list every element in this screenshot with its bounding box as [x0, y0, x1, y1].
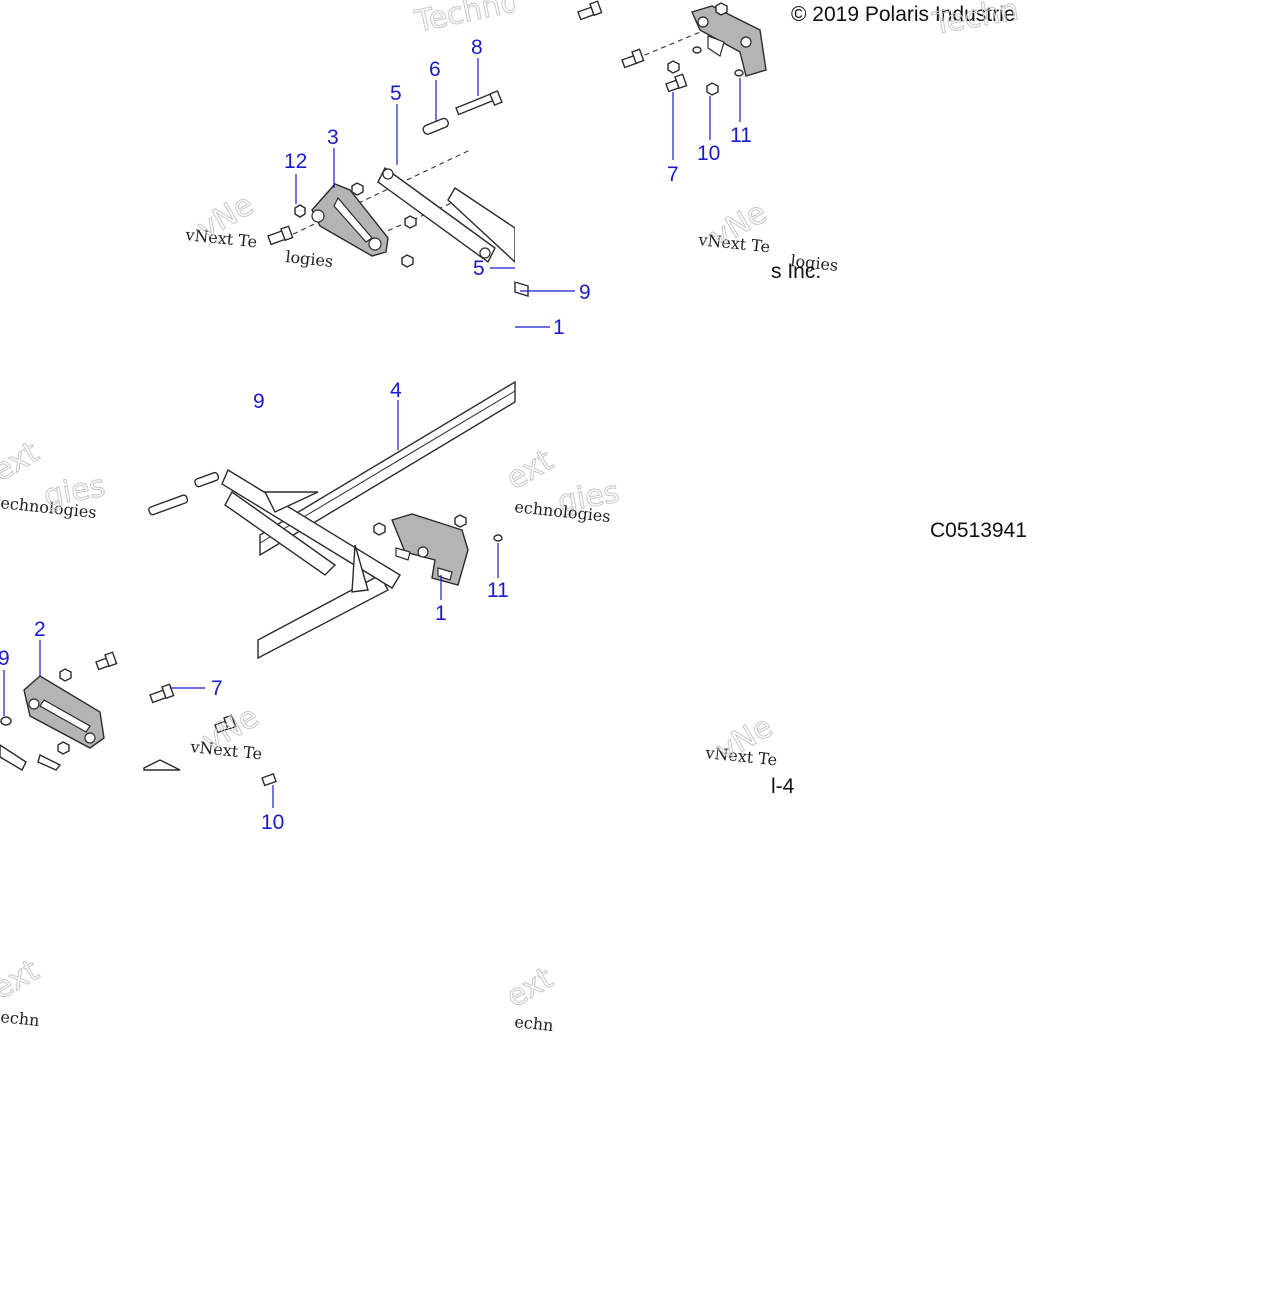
tile-mask [1030, 0, 1285, 600]
pin [194, 471, 220, 488]
tile-top-right: © 2019 Polaris Industrie Techn [577, 0, 1022, 283]
nut-12 [294, 204, 306, 218]
watermark-logies: logies [790, 251, 840, 275]
washer [692, 46, 702, 54]
callout-9c: 9 [0, 647, 10, 670]
link-arm-5 [377, 166, 496, 264]
rail-fragment [143, 759, 181, 771]
watermark-ghost: ext [0, 953, 45, 1007]
rail-fragment [0, 744, 27, 771]
nut [667, 60, 680, 74]
tile-mid-callouts: 9 1 [514, 281, 591, 339]
callout-7b: 7 [211, 677, 223, 700]
callout-9: 9 [579, 281, 591, 304]
watermark-ghost: Techno [411, 0, 522, 40]
watermark-ghost: Techn [929, 0, 1021, 42]
bracket-2 [23, 675, 105, 749]
drawing-code: C0513941 [930, 519, 1027, 542]
callout-12: 12 [284, 150, 307, 173]
nut [401, 254, 414, 268]
bolt-top-bl [95, 651, 118, 671]
callout-3: 3 [327, 126, 339, 149]
page-fragment: l-4 [771, 775, 795, 798]
bolt-left [267, 225, 294, 246]
callout-8: 8 [471, 36, 483, 59]
callout-7: 7 [667, 163, 679, 186]
tile-top-left: Techno [184, 0, 561, 280]
bolt-lower-bl [214, 714, 237, 734]
tile-bottom-right: vNext Te vNe l-4 [704, 709, 795, 798]
bolt-mid [621, 48, 645, 69]
pin-6 [422, 117, 449, 135]
watermark-fragment: echn [0, 1007, 40, 1030]
nut [351, 182, 364, 196]
tile-lower-fragments: ext echn ext echn [0, 952, 560, 1035]
copyright-fragment: s Inc. [771, 260, 821, 283]
gusset [263, 491, 319, 513]
washer-9 [0, 716, 12, 726]
nut [715, 2, 728, 16]
callout-6: 6 [429, 58, 441, 81]
copyright-text: © 2019 Polaris Industrie [791, 3, 1015, 26]
bracket-3 [311, 183, 389, 257]
pin [148, 494, 189, 516]
callout-5: 5 [390, 82, 402, 105]
watermark-logies: logies [285, 247, 335, 271]
bolt-7-bl [149, 683, 175, 704]
nut [404, 215, 417, 229]
mount-bracket [691, 5, 767, 77]
callout-2: 2 [34, 618, 46, 641]
callout-11: 11 [730, 124, 752, 147]
callout-5b: 5 [473, 257, 485, 280]
nut [454, 514, 467, 528]
bolt-top [577, 0, 603, 21]
watermark-ghost: ext [501, 961, 560, 1015]
watermark-ghost: ext [501, 443, 560, 497]
nut [373, 522, 386, 536]
nut-10 [706, 82, 719, 96]
callout-11b: 11 [487, 579, 509, 602]
gusset [351, 544, 369, 593]
nut [59, 668, 72, 682]
callout-4: 4 [390, 379, 402, 402]
tile-mask [515, 0, 575, 282]
nut [57, 741, 70, 755]
bolt-7 [665, 73, 688, 93]
washer-9 [514, 281, 529, 297]
callout-1: 1 [553, 316, 565, 339]
callout-9b: 9 [253, 390, 265, 413]
callout-10b: 10 [261, 811, 284, 834]
tile-bottom-left: 2 9 7 10 vNext Te vNe [0, 618, 284, 834]
callout-10: 10 [697, 142, 720, 165]
lower-bar [257, 574, 389, 660]
bolt-10-bl [261, 772, 277, 787]
rail-fragment [37, 753, 62, 771]
washer-11 [493, 534, 503, 542]
callout-1b: 1 [435, 602, 447, 625]
bolt-8 [455, 90, 503, 116]
tile-mask [0, 258, 240, 378]
bracket-1 [391, 513, 469, 586]
washer-11 [734, 69, 744, 77]
watermark-fragment: echn [514, 1012, 555, 1035]
assembly-line [284, 149, 471, 239]
